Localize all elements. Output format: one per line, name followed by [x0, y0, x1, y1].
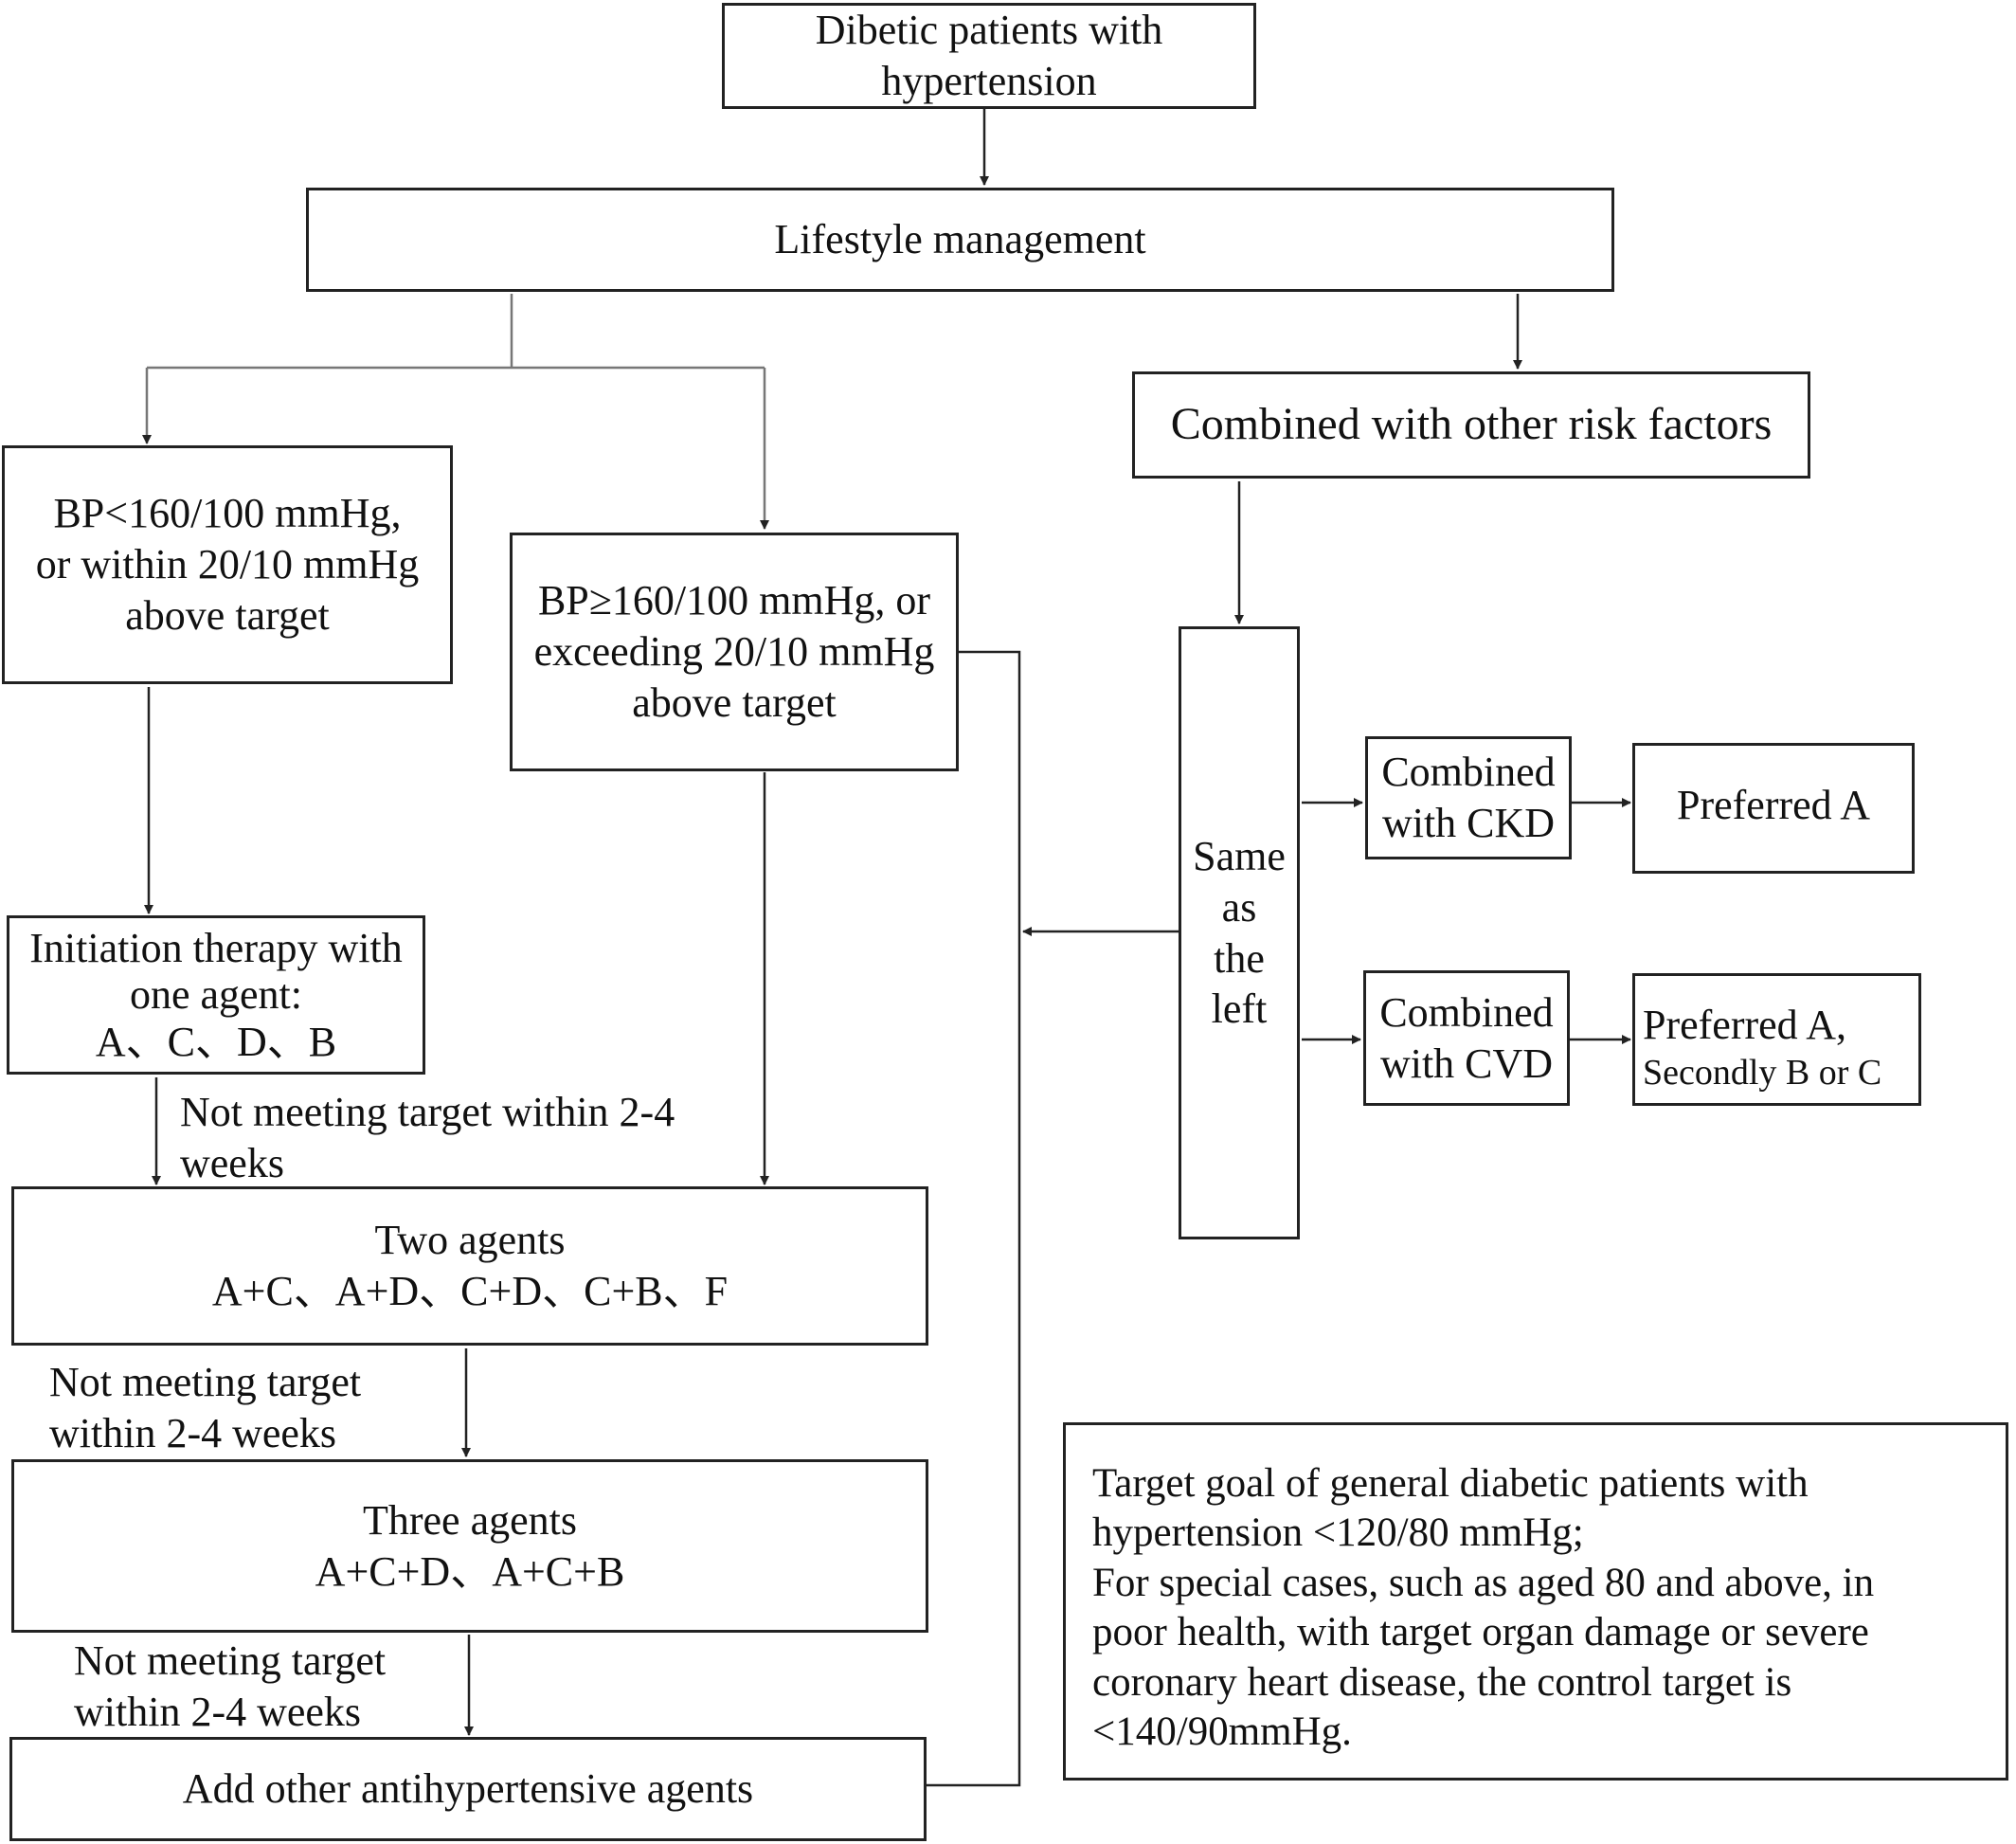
- three-agents-line-1: Three agents: [363, 1496, 577, 1544]
- one-agent-box: Initiation therapy with one agent: A、C、D…: [7, 915, 425, 1075]
- step-label-1-line-2: weeks: [180, 1139, 284, 1186]
- step-label-3-line-2: within 2-4 weeks: [74, 1688, 362, 1735]
- same-line-2: as: [1221, 883, 1257, 931]
- risk-factors-label: Combined with other risk factors: [1170, 399, 1773, 450]
- cvd-box: Combined with CVD: [1363, 970, 1570, 1106]
- ckd-line-1: Combined: [1381, 749, 1556, 796]
- same-line-3: the: [1214, 934, 1265, 982]
- three-agents-box: Three agents A+C+D、A+C+B: [11, 1459, 928, 1633]
- step-label-1: Not meeting target within 2-4 weeks: [180, 1087, 675, 1188]
- two-agents-box: Two agents A+C、A+D、C+D、C+B、F: [11, 1186, 928, 1346]
- bp-low-line-2: or within 20/10 mmHg: [35, 541, 420, 588]
- cvd-preferred-line-1: Preferred A,: [1643, 1002, 1847, 1048]
- cvd-line-2: with CVD: [1379, 1040, 1554, 1087]
- target-note-box: Target goal of general diabetic patients…: [1063, 1422, 2008, 1781]
- same-line-1: Same: [1193, 833, 1286, 880]
- one-agent-line-1: Initiation therapy with: [29, 925, 403, 972]
- target-note-line-2: hypertension <120/80 mmHg;: [1092, 1510, 1584, 1556]
- target-note-line-1: Target goal of general diabetic patients…: [1092, 1461, 1809, 1506]
- two-agents-line-2: A+C、A+D、C+D、C+B、F: [211, 1268, 729, 1314]
- bp-low-box: BP<160/100 mmHg, or within 20/10 mmHg ab…: [2, 445, 453, 684]
- add-other-label: Add other antihypertensive agents: [182, 1765, 754, 1813]
- target-note-line-6: <140/90mmHg.: [1092, 1709, 1352, 1755]
- bp-low-line-3: above target: [125, 591, 330, 639]
- three-agents-line-2: A+C+D、A+C+B: [315, 1547, 625, 1595]
- connector-bp-high-to-add-other: [927, 650, 1021, 1787]
- cvd-line-1: Combined: [1379, 988, 1554, 1036]
- bp-high-line-2: exceeding 20/10 mmHg: [533, 628, 935, 676]
- target-note-line-4: poor health, with target organ damage or…: [1092, 1610, 1869, 1655]
- bp-high-line-3: above target: [632, 678, 837, 726]
- same-as-left-box: Same as the left: [1179, 626, 1300, 1239]
- bp-low-line-1: BP<160/100 mmHg,: [53, 490, 402, 537]
- start-line-1: Dibetic patients with: [815, 7, 1163, 54]
- step-label-2-line-1: Not meeting target: [49, 1359, 362, 1405]
- step-label-1-line-1: Not meeting target within 2-4: [180, 1089, 675, 1135]
- bp-high-box: BP≥160/100 mmHg, or exceeding 20/10 mmHg…: [510, 533, 959, 771]
- cvd-preferred-line-2: Secondly B or C: [1643, 1052, 1882, 1093]
- two-agents-line-1: Two agents: [374, 1217, 566, 1264]
- step-label-3: Not meeting target within 2-4 weeks: [74, 1636, 386, 1737]
- start-line-2: hypertension: [881, 58, 1097, 104]
- cvd-preferred-box: Preferred A, Secondly B or C: [1632, 973, 1921, 1106]
- target-note-line-3: For special cases, such as aged 80 and a…: [1092, 1560, 1875, 1605]
- ckd-preferred-label: Preferred A: [1676, 782, 1870, 828]
- ckd-preferred-box: Preferred A: [1632, 743, 1915, 874]
- lifestyle-label: Lifestyle management: [774, 216, 1146, 263]
- ckd-line-2: with CKD: [1381, 800, 1556, 846]
- step-label-2: Not meeting target within 2-4 weeks: [49, 1357, 361, 1458]
- start-box: Dibetic patients with hypertension: [722, 3, 1256, 109]
- lifestyle-box: Lifestyle management: [306, 188, 1614, 292]
- target-note-line-5: coronary heart disease, the control targ…: [1092, 1659, 1792, 1705]
- step-label-2-line-2: within 2-4 weeks: [49, 1409, 337, 1456]
- one-agent-line-2: one agent:: [129, 971, 303, 1019]
- ckd-box: Combined with CKD: [1365, 736, 1572, 859]
- add-other-box: Add other antihypertensive agents: [9, 1737, 927, 1841]
- step-label-3-line-1: Not meeting target: [74, 1637, 387, 1684]
- bp-high-line-1: BP≥160/100 mmHg, or: [537, 577, 931, 624]
- same-line-4: left: [1211, 985, 1268, 1033]
- one-agent-line-3: A、C、D、B: [95, 1018, 337, 1065]
- risk-factors-box: Combined with other risk factors: [1132, 371, 1810, 479]
